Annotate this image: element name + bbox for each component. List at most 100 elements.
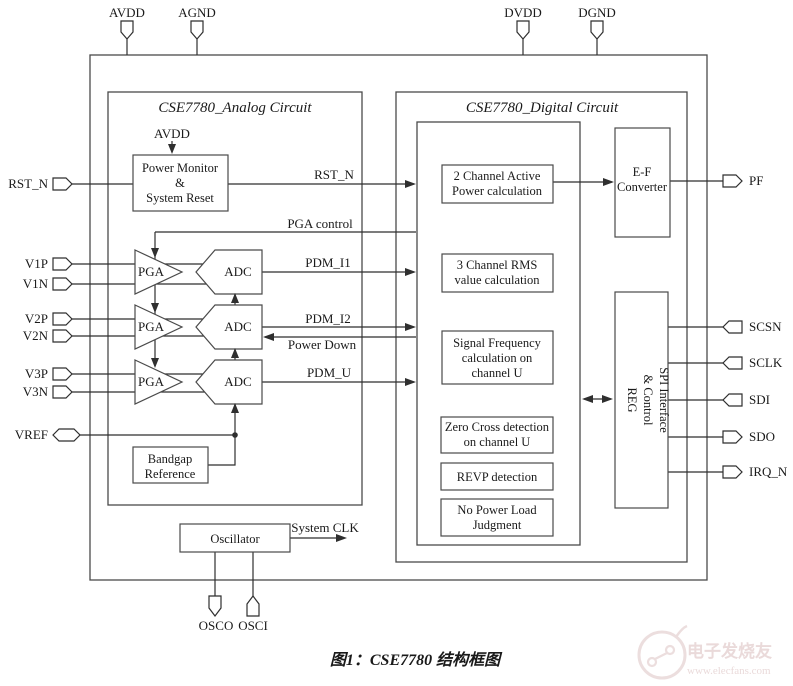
system-clk-label: System CLK xyxy=(291,520,359,535)
scsn-label: SCSN xyxy=(749,319,782,334)
power-monitor-line2: & xyxy=(175,176,185,190)
rms-box xyxy=(441,253,554,293)
labels: CSE7780_Analog Circuit CSE7780_Digital C… xyxy=(8,5,788,669)
watermark-brand: 电子发烧友 xyxy=(687,641,772,661)
osci-label: OSCI xyxy=(238,618,268,633)
bandgap-line1: Bandgap xyxy=(148,452,192,466)
zero-cross-line2: on channel U xyxy=(464,435,531,449)
avdd-pin xyxy=(120,20,134,40)
pdm-i2-arrowhead xyxy=(405,323,416,331)
oscillator-label: Oscillator xyxy=(210,532,260,546)
adc2-block xyxy=(195,304,263,350)
pga2-label: PGA xyxy=(138,319,165,334)
osci-pin xyxy=(246,595,260,617)
avdd-label: AVDD xyxy=(109,5,145,20)
rst-n-arrowhead xyxy=(405,180,416,188)
adc3-label: ADC xyxy=(224,374,251,389)
pga-control-label: PGA control xyxy=(287,216,353,231)
dvdd-pin xyxy=(516,20,530,40)
bidir-left-arrowhead xyxy=(582,395,593,403)
active-power-line2: Power calculation xyxy=(452,184,543,198)
active-power-box xyxy=(441,164,554,204)
spi-line1: SPI Interface xyxy=(657,367,671,433)
no-load-line1: No Power Load xyxy=(457,503,537,517)
rms-line2: value calculation xyxy=(454,273,540,287)
dgnd-pin xyxy=(590,20,604,40)
adc1-label: ADC xyxy=(224,264,251,279)
bandgap-line2: Reference xyxy=(145,467,196,481)
osco-pin xyxy=(208,595,222,617)
irq-n-pin xyxy=(722,465,743,479)
revp-line1: REVP detection xyxy=(457,470,538,484)
arrowheads xyxy=(151,144,614,542)
v2n-pin xyxy=(52,329,73,343)
rst-n-signal-label: RST_N xyxy=(314,167,354,182)
active-power-line1: 2 Channel Active xyxy=(454,169,541,183)
oscillator-box xyxy=(179,523,291,553)
pga2-control-arrowhead xyxy=(151,303,159,313)
adc2-label: ADC xyxy=(224,319,251,334)
pdm-i2-label: PDM_I2 xyxy=(305,311,351,326)
vref-pin xyxy=(52,428,81,442)
vref-label: VREF xyxy=(15,427,48,442)
digital-title: CSE7780_Digital Circuit xyxy=(466,100,619,116)
v1p-label: V1P xyxy=(25,256,48,271)
sclk-label: SCLK xyxy=(749,355,783,370)
v3n-pin xyxy=(52,385,73,399)
pga2-amp xyxy=(134,304,184,350)
pdm-i1-arrowhead xyxy=(405,268,416,276)
pga3-control-arrowhead xyxy=(151,358,159,368)
pga1-label: PGA xyxy=(138,264,165,279)
zero-cross-box xyxy=(440,416,554,454)
watermark-logo-circle xyxy=(637,630,687,680)
spi-box xyxy=(614,291,669,509)
adc2-ref-arrowhead xyxy=(231,348,239,358)
watermark-logo-link xyxy=(654,652,668,660)
watermark: 电子发烧友 www.elecfans.com xyxy=(637,624,772,680)
v3p-label: V3P xyxy=(25,366,48,381)
v3p-pin xyxy=(52,367,73,381)
adc1-block xyxy=(195,249,263,295)
freq-line2: calculation on xyxy=(462,351,533,365)
osco-label: OSCO xyxy=(199,618,234,633)
figure-caption: 图1：CSE7780 结构框图 xyxy=(330,651,503,669)
pf-pin xyxy=(722,174,743,188)
pin-connectors xyxy=(52,20,743,617)
adc1-ref-arrowhead xyxy=(231,293,239,303)
sdi-pin xyxy=(722,393,743,407)
v2n-label: V2N xyxy=(23,328,49,343)
watermark-url: www.elecfans.com xyxy=(687,665,771,677)
pga1-amp xyxy=(134,249,184,295)
dgnd-label: DGND xyxy=(578,5,616,20)
adc3-ref-arrowhead xyxy=(231,403,239,413)
bidir-right-arrowhead xyxy=(602,395,613,403)
dvdd-label: DVDD xyxy=(504,5,542,20)
freq-line1: Signal Frequency xyxy=(453,336,542,350)
pdm-i1-label: PDM_I1 xyxy=(305,255,351,270)
power-down-arrowhead xyxy=(263,333,274,341)
rst-n-label: RST_N xyxy=(8,176,48,191)
power-down-label: Power Down xyxy=(288,337,357,352)
analog-title: CSE7780_Analog Circuit xyxy=(158,100,312,116)
rms-line1: 3 Channel RMS xyxy=(457,258,538,272)
irq-n-label: IRQ_N xyxy=(749,464,788,479)
sdo-label: SDO xyxy=(749,429,775,444)
pga3-amp xyxy=(134,359,184,405)
vref-junction-dot xyxy=(232,432,238,438)
pdm-u-label: PDM_U xyxy=(307,365,352,380)
v1n-label: V1N xyxy=(23,276,49,291)
watermark-logo-node1 xyxy=(646,656,658,668)
ef-line2: Converter xyxy=(617,180,668,194)
revp-box xyxy=(440,462,554,491)
bandgap-box xyxy=(132,446,209,484)
sclk-pin xyxy=(722,356,743,370)
v3n-label: V3N xyxy=(23,384,49,399)
pf-label: PF xyxy=(749,173,763,188)
v2p-pin xyxy=(52,312,73,326)
avdd-feed-label: AVDD xyxy=(154,126,190,141)
freq-box xyxy=(441,330,554,385)
pga1-control-arrowhead xyxy=(151,248,159,258)
power-monitor-line3: System Reset xyxy=(146,191,214,205)
rst-n-pin xyxy=(52,177,73,191)
